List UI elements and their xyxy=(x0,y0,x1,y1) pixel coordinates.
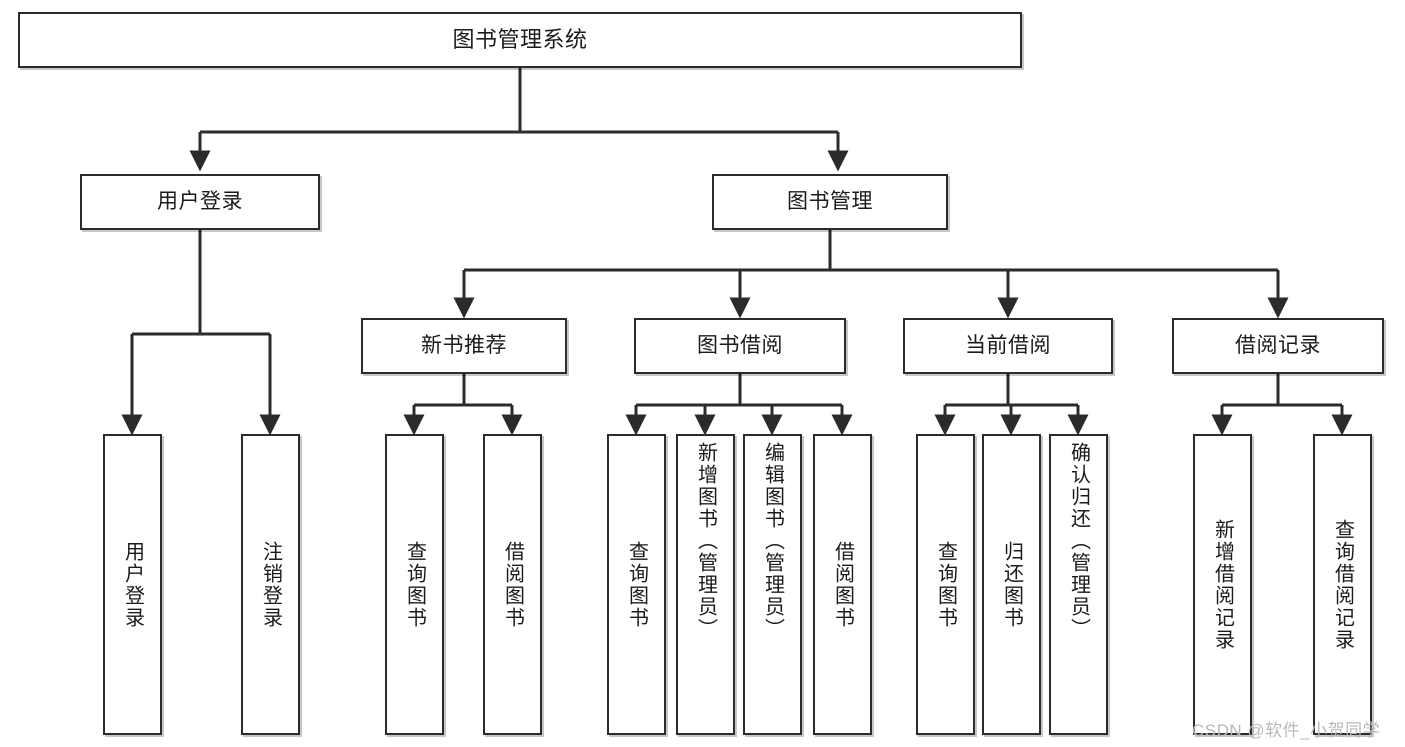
watermark: CSDN @软件_小贺同学 xyxy=(1192,721,1381,740)
node-new-book-rec[interactable]: 新书推荐 xyxy=(361,318,567,374)
leaf-return-book[interactable]: 归还图书 xyxy=(982,434,1041,735)
node-new-book-rec-label: 新书推荐 xyxy=(421,334,507,358)
node-current-borrow[interactable]: 当前借阅 xyxy=(903,318,1113,374)
leaf-borrow-book-2[interactable]: 借阅图书 xyxy=(813,434,872,735)
leaf-query-book-1-label: 查询图书 xyxy=(403,540,426,629)
node-book-manage-label: 图书管理 xyxy=(787,190,873,214)
leaf-return-book-label: 归还图书 xyxy=(1000,540,1023,629)
leaf-query-book-3-label: 查询图书 xyxy=(934,540,957,629)
node-borrow-record-label: 借阅记录 xyxy=(1235,334,1321,358)
node-root-label: 图书管理系统 xyxy=(452,26,588,52)
leaf-borrow-book-1-label: 借阅图书 xyxy=(501,540,524,629)
leaf-borrow-book-1[interactable]: 借阅图书 xyxy=(483,434,542,735)
leaf-query-book-2[interactable]: 查询图书 xyxy=(607,434,666,735)
leaf-add-book[interactable]: 新增图书（管理员） xyxy=(676,434,735,735)
node-user-login[interactable]: 用户登录 xyxy=(80,174,320,230)
leaf-add-book-label: 新增图书（管理员） xyxy=(694,442,717,640)
leaf-query-record[interactable]: 查询借阅记录 xyxy=(1313,434,1372,735)
node-user-login-label: 用户登录 xyxy=(157,190,243,214)
leaf-query-book-2-label: 查询图书 xyxy=(625,540,648,629)
node-book-borrow[interactable]: 图书借阅 xyxy=(634,318,846,374)
node-root[interactable]: 图书管理系统 xyxy=(18,12,1022,68)
node-borrow-record[interactable]: 借阅记录 xyxy=(1172,318,1384,374)
node-book-manage[interactable]: 图书管理 xyxy=(712,174,948,230)
leaf-borrow-book-2-label: 借阅图书 xyxy=(831,540,854,629)
leaf-logout-label: 注销登录 xyxy=(259,540,282,629)
leaf-user-login[interactable]: 用户登录 xyxy=(103,434,162,735)
leaf-logout[interactable]: 注销登录 xyxy=(241,434,300,735)
node-book-borrow-label: 图书借阅 xyxy=(697,334,783,358)
leaf-query-book-1[interactable]: 查询图书 xyxy=(385,434,444,735)
leaf-user-login-label: 用户登录 xyxy=(121,540,144,629)
leaf-add-record-label: 新增借阅记录 xyxy=(1211,518,1234,651)
node-current-borrow-label: 当前借阅 xyxy=(965,334,1051,358)
leaf-confirm-return[interactable]: 确认归还（管理员） xyxy=(1049,434,1108,735)
leaf-confirm-return-label: 确认归还（管理员） xyxy=(1067,442,1090,640)
leaf-query-record-label: 查询借阅记录 xyxy=(1331,518,1354,651)
leaf-query-book-3[interactable]: 查询图书 xyxy=(916,434,975,735)
leaf-edit-book[interactable]: 编辑图书（管理员） xyxy=(743,434,802,735)
leaf-add-record[interactable]: 新增借阅记录 xyxy=(1193,434,1252,735)
leaf-edit-book-label: 编辑图书（管理员） xyxy=(761,442,784,640)
